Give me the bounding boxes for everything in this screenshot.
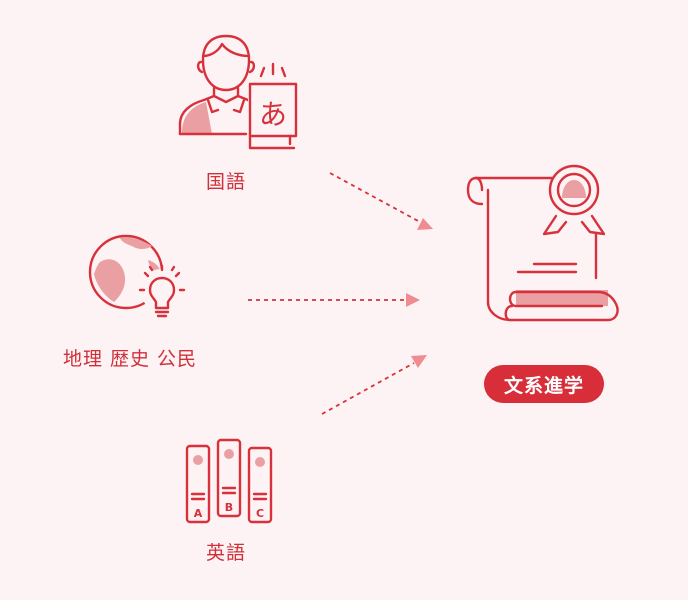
arrowhead-icon [411, 355, 427, 368]
arrow-shakai-to-target [248, 293, 420, 307]
arrowhead-icon [406, 293, 420, 307]
binder-b-letter: B [225, 501, 233, 514]
binder-a: A [185, 444, 211, 524]
binder-b: B [216, 438, 242, 518]
target-badge-bunkei-shingaku: 文系進学 [484, 365, 604, 403]
certificate-scroll-with-ribbon-icon [466, 164, 619, 322]
arrowhead-icon [417, 218, 433, 230]
arrow-eigo-to-target [321, 355, 427, 415]
subject-label-kokugo: 国語 [205, 171, 246, 193]
arrow-line [329, 172, 421, 223]
arrow-kokugo-to-target [329, 172, 433, 230]
arrow-line [321, 362, 415, 415]
subject-label-shakai: 地理 歴史 公民 [62, 348, 198, 370]
binder-c: C [247, 446, 273, 524]
globe-with-lightbulb-icon [88, 234, 186, 318]
subject-label-eigo: 英語 [205, 542, 246, 564]
binder-a-letter: A [194, 507, 203, 520]
abc-binders-icon: A B C [185, 438, 273, 524]
hiragana-a-glyph: あ [259, 98, 287, 131]
person-with-japanese-book-icon: あ [178, 34, 298, 150]
binder-c-letter: C [256, 507, 264, 520]
